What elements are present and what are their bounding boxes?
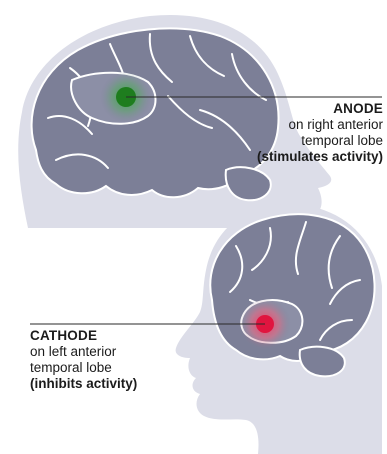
cathode-effect: (inhibits activity): [30, 376, 137, 392]
anode-placement-line1: on right anterior: [257, 117, 383, 133]
cathode-placement-line2: temporal lobe: [30, 360, 137, 376]
anode-effect: (stimulates activity): [257, 149, 383, 165]
anode-label: ANODE on right anterior temporal lobe (s…: [257, 101, 383, 165]
anode-placement-line2: temporal lobe: [257, 133, 383, 149]
anode-title: ANODE: [257, 101, 383, 117]
cathode-label: CATHODE on left anterior temporal lobe (…: [30, 328, 137, 392]
cathode-placement-line1: on left anterior: [30, 344, 137, 360]
cathode-title: CATHODE: [30, 328, 137, 344]
